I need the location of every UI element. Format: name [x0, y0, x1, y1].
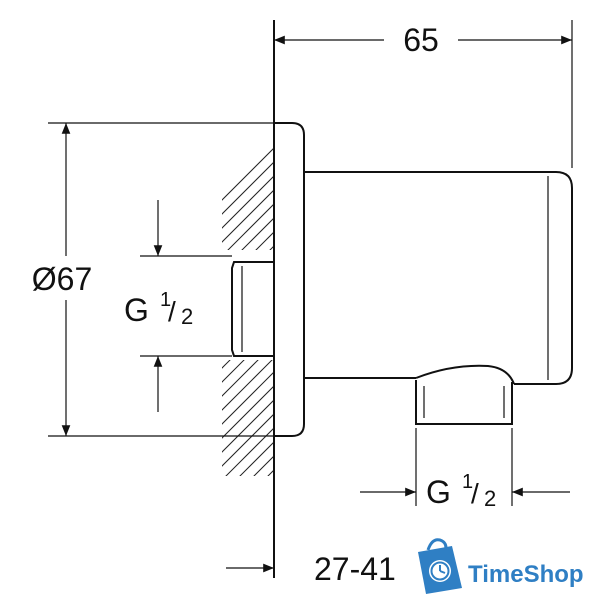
wall-thread: [231, 261, 274, 357]
wall-thread-slash: /: [168, 296, 176, 327]
hatch-line: [390, 80, 600, 480]
hatch-line: [306, 80, 600, 480]
hatch-line: [474, 80, 600, 480]
wall-thread-num: 1: [160, 289, 171, 311]
hatch-line: [222, 86, 274, 476]
hatch-line: [222, 86, 274, 476]
hatch-line: [516, 80, 600, 480]
wall-thread-g: G: [124, 292, 149, 328]
outlet-neck: [415, 364, 515, 385]
wall-thread-den: 2: [181, 304, 193, 329]
timeshop-watermark: TimeShop: [398, 528, 598, 604]
hatch-line: [222, 86, 274, 476]
outlet-thread: [415, 380, 513, 425]
hatch-line: [320, 80, 600, 480]
hatch-line: [292, 80, 600, 480]
outlet-thread-g: G: [426, 474, 451, 510]
outlet-body: [304, 171, 573, 385]
hatch-line: [235, 86, 274, 476]
hatch-line: [586, 80, 600, 480]
shopping-bag-clock-icon: [418, 538, 462, 594]
hatch-line: [404, 80, 600, 480]
outlet-thread-slash: /: [471, 478, 479, 509]
hatch-line: [222, 86, 274, 476]
hatch-line: [446, 80, 600, 480]
hatch-line: [222, 86, 274, 476]
dimension-65: 65: [274, 20, 573, 168]
hatch-line: [502, 80, 600, 480]
hatch-line: [572, 80, 600, 480]
hatch-line: [263, 86, 274, 476]
wall-flange: [274, 122, 305, 437]
watermark-brand: TimeShop: [468, 561, 584, 588]
outlet-thread-den: 2: [484, 486, 496, 511]
hatch-line: [376, 80, 600, 480]
hatch-line: [530, 80, 600, 480]
hatch-line: [334, 80, 600, 480]
hatch-line: [222, 86, 274, 476]
hatch-line: [460, 80, 600, 480]
hatch-line: [222, 86, 274, 476]
hatch-line: [362, 80, 600, 480]
hatch-line: [488, 80, 600, 480]
dimension-wall-thread: G 1 / 2: [124, 200, 232, 412]
hatch-line: [348, 80, 600, 480]
outlet-thread-num: 1: [462, 471, 473, 493]
dimension-diameter-label: Ø67: [32, 261, 92, 297]
hatch-line: [222, 86, 274, 476]
hatch-line: [222, 86, 274, 476]
hatch-line: [432, 80, 600, 480]
dimension-bottom-range: 27-41: [226, 551, 396, 587]
bottom-range-label: 27-41: [314, 551, 396, 587]
dimension-diameter: Ø67: [32, 122, 290, 437]
hatch-line: [558, 80, 600, 480]
hatch-line: [222, 86, 274, 476]
dimension-outlet-thread: G 1 / 2: [360, 428, 570, 511]
hatch-line: [278, 80, 600, 480]
hatch-line: [222, 86, 274, 476]
dimension-65-label: 65: [403, 22, 439, 58]
